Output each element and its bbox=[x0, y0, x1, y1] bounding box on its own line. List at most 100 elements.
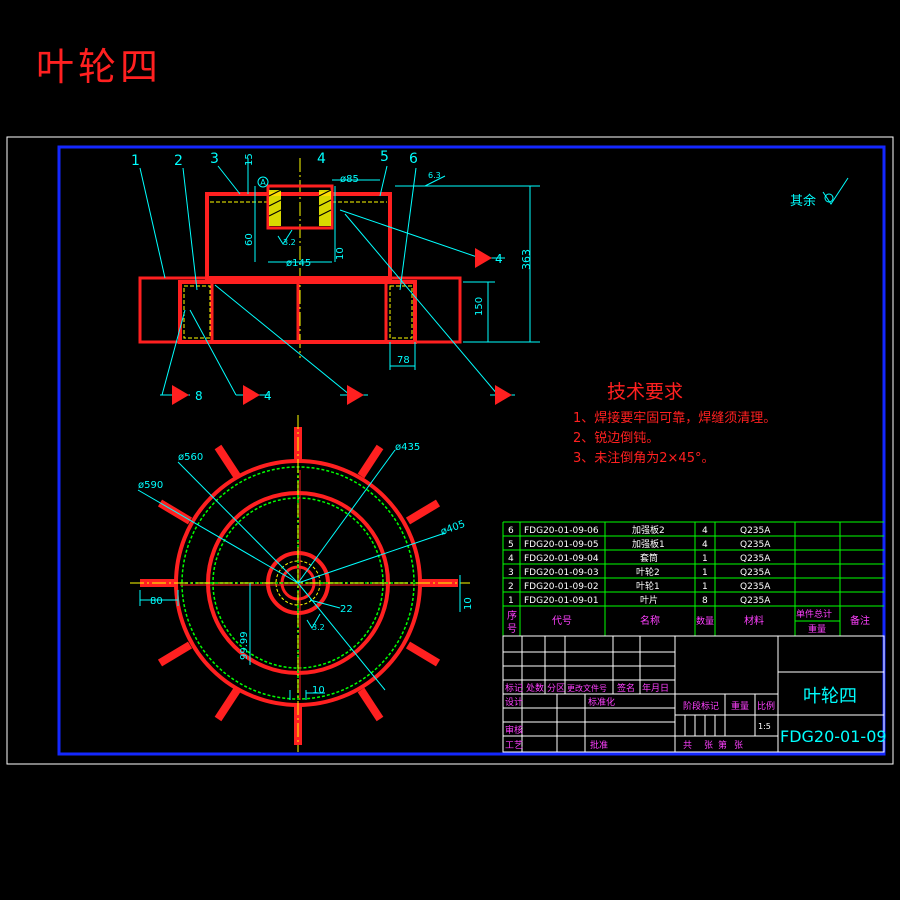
parts-row-material: Q235A bbox=[740, 526, 771, 536]
roughness-other-note: 其余 bbox=[790, 193, 816, 209]
parts-row-code: FDG20-01-09-03 bbox=[524, 568, 599, 578]
parts-row-code: FDG20-01-09-01 bbox=[524, 596, 599, 606]
tb-scale-value: 1:5 bbox=[758, 722, 771, 731]
tech-req-item-3: 3、未注倒角为2×45°。 bbox=[573, 451, 714, 466]
tb-zone: 分区 bbox=[547, 683, 565, 694]
parts-row-name: 套筒 bbox=[640, 552, 658, 564]
parts-row-name: 加强板1 bbox=[632, 538, 665, 550]
dim-99-99: 99.99 bbox=[239, 631, 250, 660]
weld-mark-4-right: 4 bbox=[495, 252, 503, 266]
parts-header-weight-2: 重量 bbox=[808, 623, 826, 635]
parts-header-name: 名称 bbox=[640, 614, 660, 627]
balloon-4: 4 bbox=[317, 151, 326, 167]
parts-row-no: 5 bbox=[508, 540, 514, 550]
parts-header-note: 备注 bbox=[850, 614, 870, 627]
dim-15: 15 bbox=[244, 153, 255, 166]
parts-row-name: 叶轮1 bbox=[636, 580, 660, 592]
tech-req-heading: 技术要求 bbox=[607, 381, 683, 403]
roughness-3-2-front: 3.2 bbox=[283, 238, 296, 247]
dim-78: 78 bbox=[397, 355, 410, 366]
dim-d405: ø405 bbox=[439, 519, 466, 538]
weld-mark-4-left: 4 bbox=[264, 389, 272, 403]
tb-mark: 标记 bbox=[505, 682, 523, 694]
dim-d85: ø85 bbox=[340, 174, 359, 185]
parts-row-qty: 8 bbox=[702, 596, 708, 606]
front-view: A ø85 ø145 15 60 10 363 150 78 6.3 3.2 1… bbox=[131, 149, 540, 405]
roughness-3-2-top: 3.2 bbox=[312, 623, 325, 632]
parts-row-no: 1 bbox=[508, 596, 514, 606]
parts-header-no-2: 号 bbox=[507, 623, 517, 635]
tb-change-doc: 更改文件号 bbox=[567, 683, 607, 693]
parts-row-name: 加强板2 bbox=[632, 524, 665, 536]
balloon-2: 2 bbox=[174, 153, 183, 169]
parts-row-qty: 4 bbox=[702, 526, 708, 536]
parts-header-no: 序 bbox=[507, 609, 517, 622]
balloon-5: 5 bbox=[380, 149, 389, 165]
parts-row-material: Q235A bbox=[740, 540, 771, 550]
tb-drawing-no: FDG20-01-09 bbox=[780, 727, 887, 746]
top-view: ø560 ø590 ø435 ø405 80 10 10 22 99.99 3.… bbox=[130, 415, 474, 752]
balloon-3: 3 bbox=[210, 151, 219, 167]
balloon-6: 6 bbox=[409, 151, 418, 167]
parts-row-material: Q235A bbox=[740, 582, 771, 592]
tb-standard: 标准化 bbox=[588, 696, 615, 708]
title-block: 标记 处数 分区 更改文件号 签名 年月日 设计 标准化 阶段标记 重量 比例 … bbox=[502, 635, 887, 753]
tech-req-item-1: 1、焊接要牢固可靠，焊缝须清理。 bbox=[573, 410, 776, 426]
tb-count: 处数 bbox=[526, 682, 544, 694]
roughness-6-3: 6.3 bbox=[428, 171, 441, 180]
tb-stage: 阶段标记 bbox=[683, 700, 719, 712]
parts-row-no: 6 bbox=[508, 526, 514, 536]
dim-d435: ø435 bbox=[395, 442, 420, 453]
parts-row-name: 叶片 bbox=[640, 594, 658, 606]
parts-header-material: 材料 bbox=[744, 614, 764, 627]
dim-363: 363 bbox=[520, 249, 533, 270]
parts-row-material: Q235A bbox=[740, 596, 771, 606]
parts-row-no: 4 bbox=[508, 554, 514, 564]
parts-row-no: 3 bbox=[508, 568, 514, 578]
tb-sheets: 共 bbox=[683, 740, 692, 751]
tb-sheet-unit: 张 bbox=[704, 740, 713, 751]
tb-part-name: 叶轮四 bbox=[803, 686, 857, 707]
dim-d560: ø560 bbox=[178, 452, 203, 463]
datum-a-label: A bbox=[260, 178, 266, 187]
tb-sheet-unit-2: 张 bbox=[734, 740, 743, 751]
tb-review: 审核 bbox=[505, 724, 523, 736]
parts-header-code: 代号 bbox=[552, 615, 572, 627]
dim-d145: ø145 bbox=[286, 258, 311, 269]
dim-150: 150 bbox=[474, 297, 485, 316]
parts-row-material: Q235A bbox=[740, 554, 771, 564]
parts-row-qty: 1 bbox=[702, 554, 708, 564]
parts-header-weight-1: 单件总计 bbox=[796, 608, 832, 620]
technical-requirements: 技术要求 1、焊接要牢固可靠，焊缝须清理。 2、锐边倒钝。 3、未注倒角为2×4… bbox=[573, 381, 776, 466]
parts-list: 6 FDG20-01-09-06 加强板2 4 Q235A 5 FDG20-01… bbox=[502, 521, 884, 636]
dim-10-front: 10 bbox=[335, 247, 346, 260]
balloon-1: 1 bbox=[131, 153, 140, 169]
tb-weight: 重量 bbox=[731, 700, 749, 712]
dim-d590: ø590 bbox=[138, 480, 163, 491]
tb-approve: 批准 bbox=[590, 739, 608, 751]
parts-row-name: 叶轮2 bbox=[636, 566, 660, 578]
parts-row-no: 2 bbox=[508, 582, 514, 592]
parts-row-material: Q235A bbox=[740, 568, 771, 578]
dim-80: 80 bbox=[150, 596, 163, 607]
drawing-title: 叶轮四 bbox=[36, 45, 163, 89]
parts-header-qty: 数量 bbox=[696, 615, 714, 627]
tb-scale: 比例 bbox=[757, 700, 775, 712]
dim-10-bottom: 10 bbox=[312, 685, 325, 696]
tb-sheet-no: 第 bbox=[718, 739, 727, 751]
parts-row-code: FDG20-01-09-04 bbox=[524, 554, 599, 564]
parts-row-code: FDG20-01-09-02 bbox=[524, 582, 599, 592]
outer-frame bbox=[6, 136, 894, 765]
tech-req-item-2: 2、锐边倒钝。 bbox=[573, 431, 659, 446]
dim-10-side: 10 bbox=[463, 597, 474, 610]
inner-frame bbox=[57, 145, 886, 756]
dim-22: 22 bbox=[340, 604, 353, 615]
tb-process: 工艺 bbox=[505, 740, 523, 751]
parts-row-code: FDG20-01-09-06 bbox=[524, 526, 599, 536]
weld-mark-8: 8 bbox=[195, 389, 203, 403]
parts-row-code: FDG20-01-09-05 bbox=[524, 540, 599, 550]
dim-60: 60 bbox=[244, 233, 255, 246]
parts-row-qty: 1 bbox=[702, 568, 708, 578]
tb-date: 年月日 bbox=[642, 682, 669, 694]
